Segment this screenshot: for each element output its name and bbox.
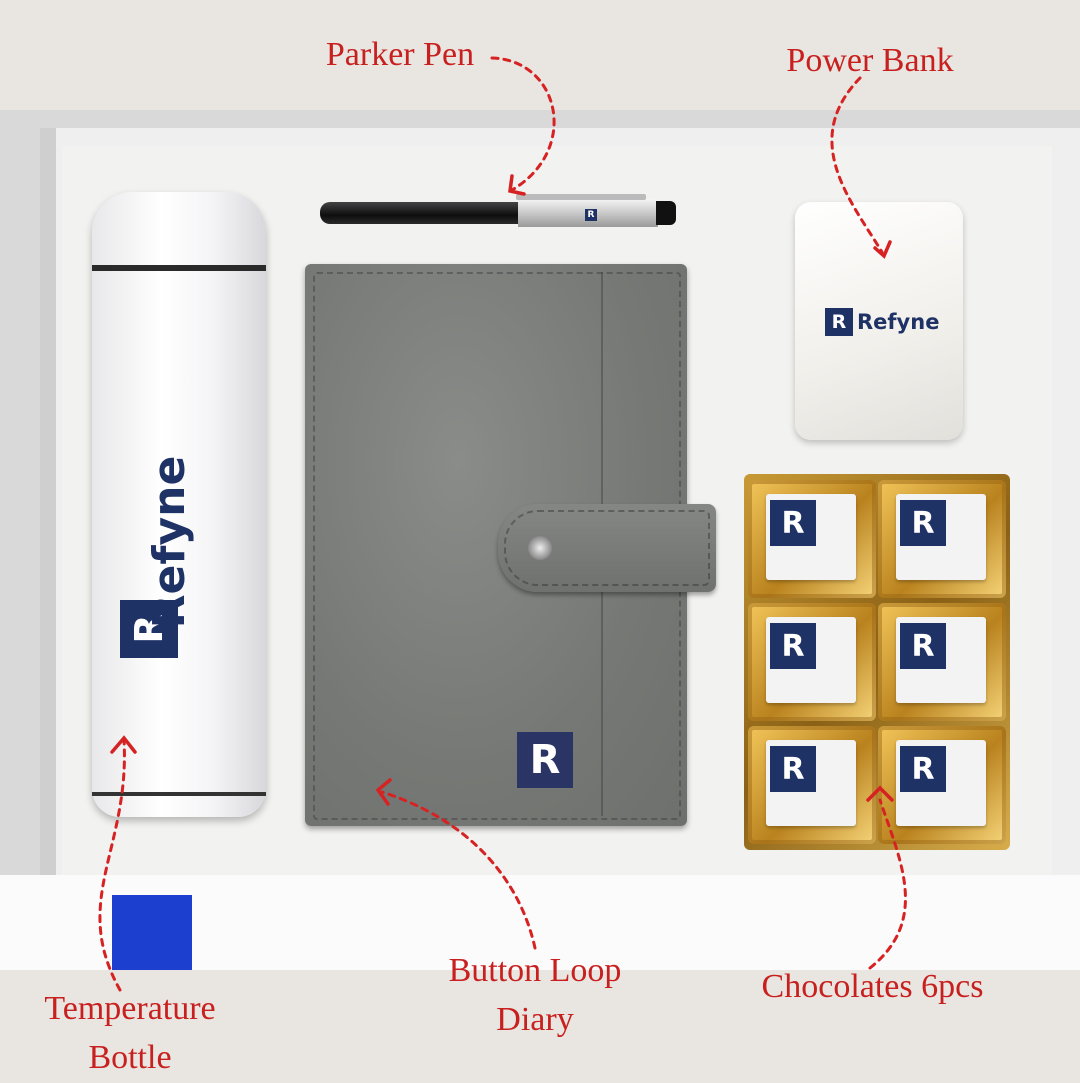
label-temperature-bottle: Temperature Bottle <box>20 984 240 1083</box>
chocolate-6: R <box>878 726 1006 844</box>
chocolate-logo-icon: R <box>770 623 816 669</box>
power-bank-brand-text: Refyne <box>857 310 940 334</box>
arrow-button-loop-diary <box>380 790 537 950</box>
arrowhead-temperature-bottle <box>110 735 137 754</box>
power-bank-logo-icon: R <box>825 308 853 336</box>
arrow-power-bank <box>830 76 884 254</box>
diary-logo-icon: R <box>517 732 573 788</box>
arrowhead-parker-pen <box>508 174 526 196</box>
chocolate-5: R <box>748 726 876 844</box>
chocolate-logo-icon: R <box>900 746 946 792</box>
parker-pen: R <box>320 194 676 230</box>
chocolate-2: R <box>878 480 1006 598</box>
chocolate-1: R <box>748 480 876 598</box>
temperature-bottle: R Refyne <box>92 192 266 817</box>
pen-logo-icon: R <box>585 209 597 221</box>
power-bank: R Refyne <box>795 202 963 440</box>
label-parker-pen: Parker Pen <box>325 36 475 73</box>
arrow-temperature-bottle <box>98 738 126 992</box>
pen-end-black <box>656 201 676 225</box>
arrowhead-power-bank <box>873 240 892 259</box>
bottom-background <box>0 970 1080 1080</box>
arrow-chocolates <box>868 798 907 970</box>
chocolate-logo-icon: R <box>900 623 946 669</box>
chocolate-logo-icon: R <box>900 500 946 546</box>
label-temperature-bottle-line1: Temperature <box>44 990 216 1027</box>
arrowhead-chocolates <box>866 785 894 802</box>
blue-ribbon <box>112 895 192 970</box>
chocolate-logo-icon: R <box>770 500 816 546</box>
label-button-loop-diary-line2: Diary <box>496 1001 574 1039</box>
bottle-cap-seam <box>92 265 266 271</box>
label-power-bank: Power Bank <box>786 42 954 79</box>
bottle-base-seam <box>92 792 266 796</box>
label-chocolates: Chocolates 6pcs <box>761 968 984 1005</box>
label-temperature-bottle-line2: Bottle <box>88 1039 172 1077</box>
chocolate-3: R <box>748 603 876 721</box>
arrow-parker-pen <box>490 56 556 192</box>
diary-snap-button <box>528 536 552 560</box>
label-button-loop-diary: Button Loop Diary <box>420 946 650 1045</box>
chocolate-4: R <box>878 603 1006 721</box>
diary-button-loop-strap <box>498 504 716 592</box>
arrowhead-button-loop-diary <box>375 778 392 806</box>
pen-cap-black <box>320 202 520 224</box>
strap-stitching <box>504 510 710 586</box>
chocolate-logo-icon: R <box>770 746 816 792</box>
pen-clip <box>516 194 646 200</box>
label-button-loop-diary-line1: Button Loop <box>448 952 622 989</box>
